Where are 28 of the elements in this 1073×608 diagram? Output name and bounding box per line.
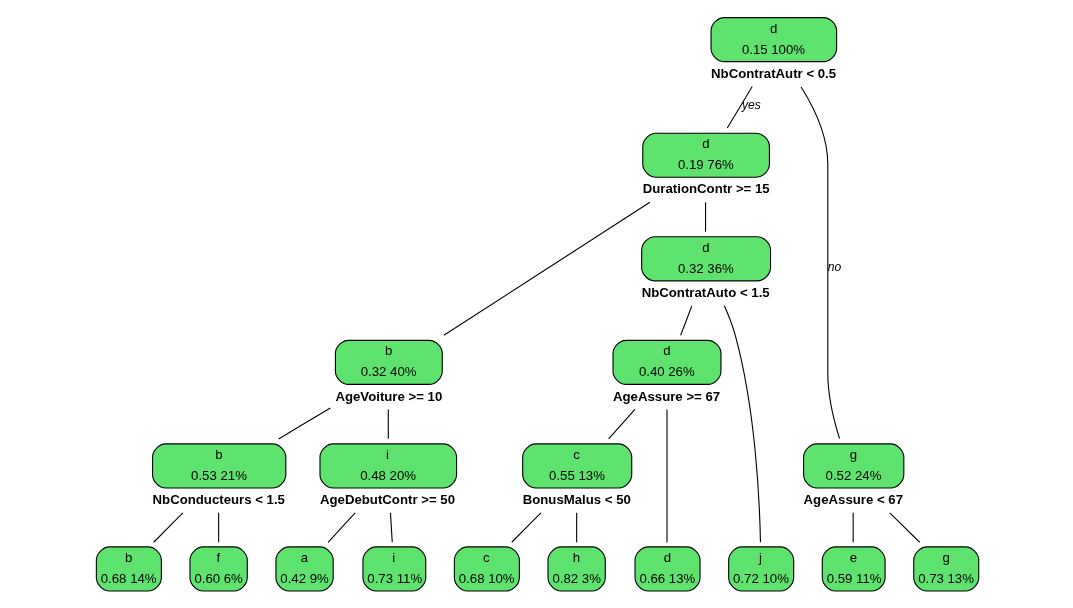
connector [217,512,219,543]
node-label: DurationContr >= 15 [642,181,770,197]
node-label: AgeAssure < 67 [803,492,903,508]
node-label: NbContratAuto < 1.5 [641,284,770,300]
connector [888,512,920,543]
connector [510,512,541,543]
connector [723,305,761,543]
node-label: NbContratAutr < 0.5 [710,65,836,81]
connector [152,512,183,543]
connector [387,408,389,440]
edge-label: no [827,259,841,274]
connector [852,512,854,543]
connector [607,408,635,440]
connector [704,201,706,233]
connector [679,305,692,336]
node-label: AgeVoiture >= 10 [334,388,442,404]
connector [442,201,650,336]
connector [327,512,356,543]
connector [389,512,393,543]
node-label: AgeDebutContr >= 50 [319,492,455,508]
connector [800,86,840,440]
connector [277,407,331,440]
node-label: NbConducteurs < 1.5 [152,492,285,508]
connector [726,86,753,129]
node-label: AgeAssure >= 67 [612,388,720,404]
edge-label: yes [741,98,761,113]
node-label: BonusMalus < 50 [522,492,631,508]
connector [575,512,577,543]
